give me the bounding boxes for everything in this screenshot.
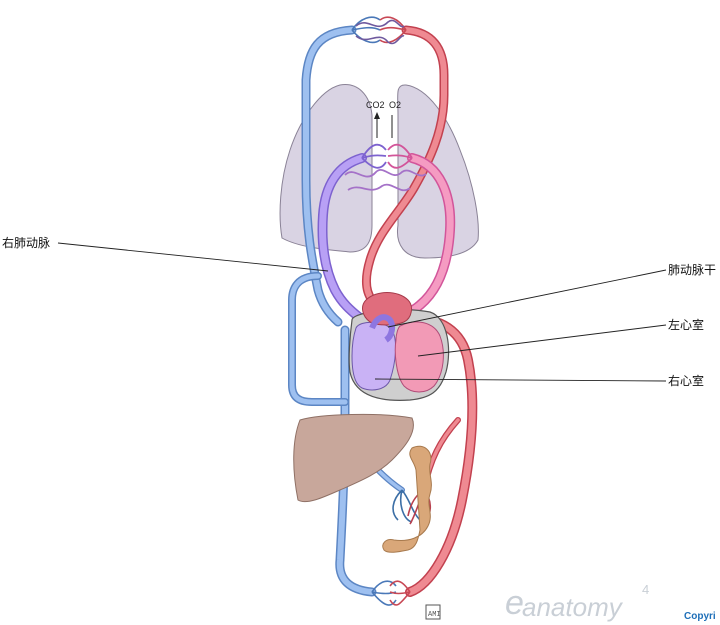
e-anatomy-watermark: e anatomy 4 (505, 582, 649, 622)
systemic-arteries (361, 25, 478, 597)
watermark-version: 4 (642, 582, 649, 597)
gas-exchange: CO2 O2 (366, 100, 401, 138)
systemic-veins (288, 25, 405, 597)
head-capillary-bed (351, 16, 407, 45)
heart (348, 292, 450, 401)
liver (293, 413, 414, 503)
leader-left-ventricle (417, 324, 667, 357)
lower-body-capillary-bed (371, 580, 411, 606)
co2-label: CO2 (366, 100, 385, 110)
leader-lines (57, 242, 667, 382)
label-left-ventricle: 左心室 (668, 317, 704, 332)
watermark-brand: anatomy (522, 592, 624, 622)
left-ventricle-chamber (394, 321, 444, 393)
label-right-pulmonary-artery: 右肺动脉 (2, 235, 50, 250)
watermark-e: e (505, 584, 524, 622)
intestine (382, 445, 432, 553)
imaios-logo: AMI (425, 604, 441, 620)
svg-text:AMI: AMI (428, 611, 441, 619)
o2-label: O2 (389, 100, 401, 110)
atria (362, 292, 412, 326)
leader-right-ventricle (374, 378, 667, 382)
leader-pulmonary-trunk (387, 269, 667, 328)
label-right-ventricle: 右心室 (668, 373, 704, 388)
lung-capillary-bed (344, 143, 427, 192)
label-pulmonary-trunk: 肺动脉干 (668, 262, 716, 277)
leader-right-pulmonary-artery (57, 242, 329, 272)
copyright-text: Copyri (684, 611, 716, 622)
pulmonary-trunk-vessel (369, 314, 396, 343)
